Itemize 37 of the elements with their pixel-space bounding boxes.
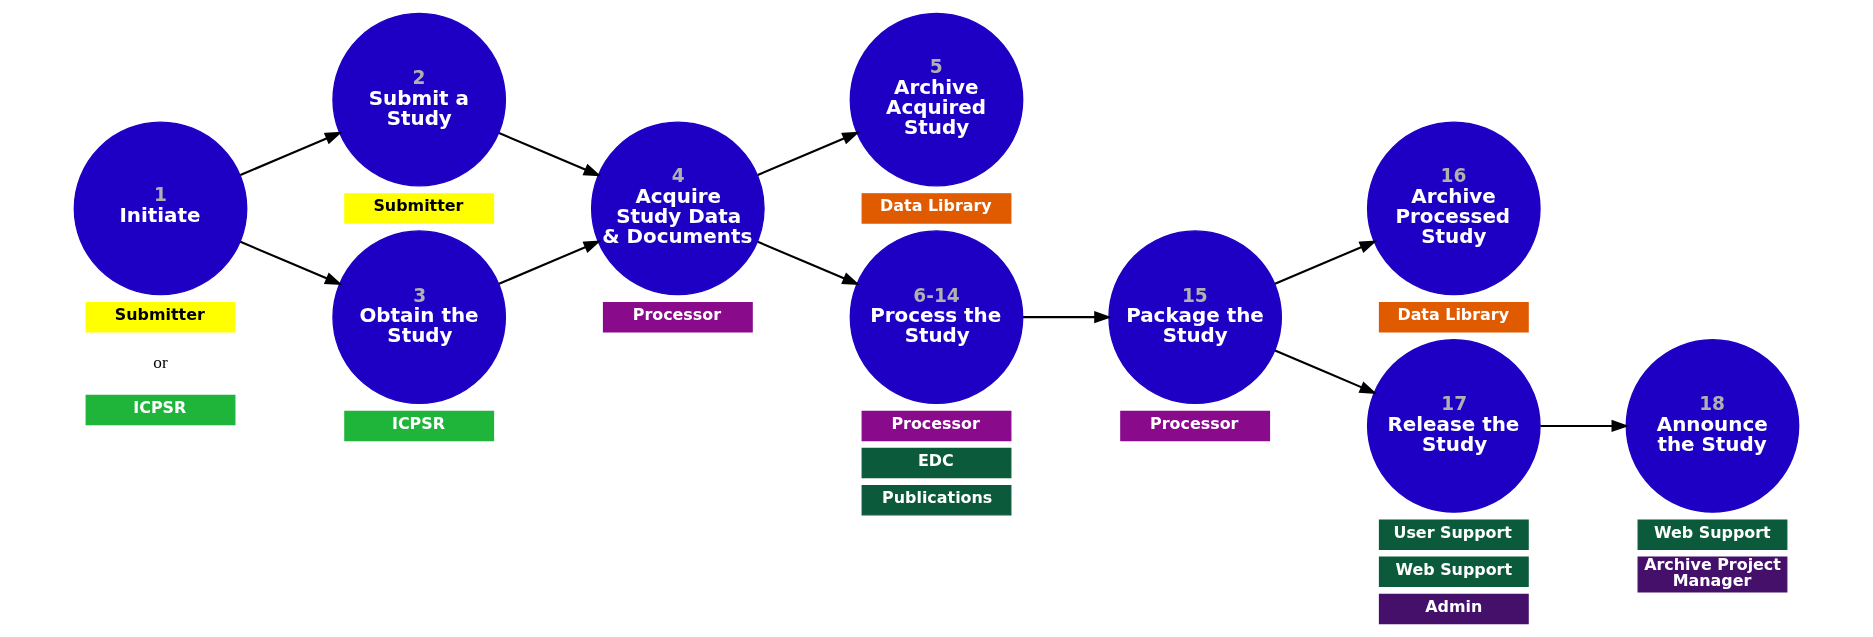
node-box: Archive Project Manager bbox=[1637, 556, 1788, 593]
node-box: Data Library bbox=[1378, 301, 1529, 333]
node-circle: 5 Archive Acquired Study bbox=[849, 12, 1024, 187]
node-circle: 6-14 Process the Study bbox=[849, 230, 1024, 405]
node-circle: 15 Package the Study bbox=[1108, 230, 1283, 405]
node-box: Web Support bbox=[1378, 556, 1529, 588]
node-circle: 16 Archive Processed Study bbox=[1366, 121, 1541, 296]
node-box: Data Library bbox=[861, 193, 1012, 224]
arrow bbox=[498, 240, 602, 285]
arrow bbox=[757, 240, 860, 286]
node-circle: 1 Initiate bbox=[73, 121, 248, 296]
node-box: Submitter bbox=[344, 193, 495, 224]
arrow bbox=[1274, 240, 1378, 285]
node-box: User Support bbox=[1378, 519, 1529, 550]
node-box: ICPSR bbox=[85, 394, 236, 426]
arrow bbox=[240, 131, 343, 176]
node-circle: 2 Submit a Study bbox=[332, 12, 507, 187]
node-circle: 17 Release the Study bbox=[1366, 339, 1541, 513]
node-box: ICPSR bbox=[344, 410, 495, 442]
node-box: Web Support bbox=[1637, 519, 1788, 550]
node-circle: 18 Announce the Study bbox=[1625, 339, 1800, 513]
node-box: Processor bbox=[602, 301, 753, 333]
arrow bbox=[1540, 419, 1630, 433]
node-box: Processor bbox=[861, 410, 1012, 442]
arrow bbox=[1274, 349, 1378, 394]
arrow bbox=[498, 132, 602, 177]
node-circle: 4 Acquire Study Data & Documents bbox=[590, 121, 765, 296]
arrow bbox=[757, 131, 860, 176]
arrow bbox=[240, 240, 343, 286]
node-circle: 3 Obtain the Study bbox=[332, 230, 507, 405]
node-box: Processor bbox=[1120, 410, 1271, 442]
node-box: EDC bbox=[861, 447, 1012, 479]
node-box: Publications bbox=[861, 484, 1012, 516]
label: or bbox=[153, 353, 168, 373]
arrow bbox=[1023, 311, 1112, 324]
node-box: Submitter bbox=[85, 301, 236, 333]
node-box: Admin bbox=[1378, 593, 1529, 625]
